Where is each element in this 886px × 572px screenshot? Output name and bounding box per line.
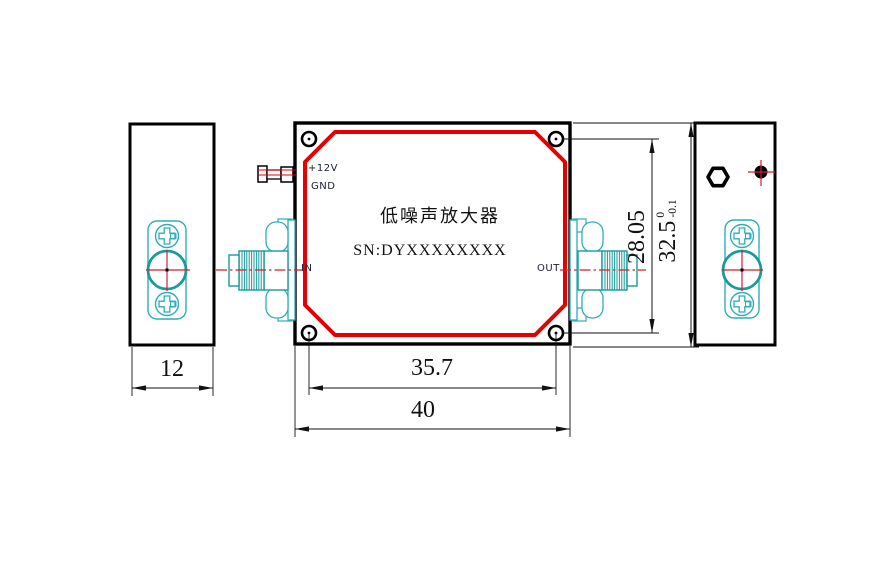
left-side-view [128,122,216,347]
tolerance-upper: 0 [654,211,667,218]
dim-side-width [131,347,214,396]
dim-text-hole-spacing-v: 28.05 [623,210,650,264]
hex-nut-icon [706,166,730,188]
dim-text-side-width: 12 [160,356,184,382]
gasket-outline [303,130,567,337]
product-title: 低噪声放大器 [380,206,500,227]
phillips-screw-icon [154,291,180,317]
dim-body-height [573,122,699,348]
sma-end-view [146,249,190,291]
power-label: +12V [308,163,338,174]
feedthrough-pin-end [748,160,775,186]
dim-text-hole-spacing-h: 35.7 [411,355,453,381]
dim-body-width [294,346,571,437]
serial-number: SN:DYXXXXXXXX [353,242,507,259]
dim-hole-spacing-v [563,138,659,334]
dimension-lines [131,122,699,437]
dim-text-body-width: 40 [411,397,435,423]
output-port-label: OUT [537,263,560,274]
tolerance-lower: -0.1 [667,199,679,218]
mounting-holes [300,130,565,342]
dc-feedthrough-connector [257,165,296,183]
phillips-screw-icon [154,223,180,249]
phillips-screw-icon [729,291,755,317]
front-view [257,121,572,346]
right-side-view [693,121,777,347]
sma-end-view [721,249,763,291]
ground-label: GND [311,181,336,192]
phillips-screw-icon [729,223,755,249]
dim-hole-spacing-h [308,334,557,395]
tolerance-stack: 0 -0.1 [655,199,679,217]
dim-text-body-height: 32.5 0 -0.1 [654,199,681,263]
sma-connector-output [569,218,638,322]
input-port-label: IN [301,263,313,274]
